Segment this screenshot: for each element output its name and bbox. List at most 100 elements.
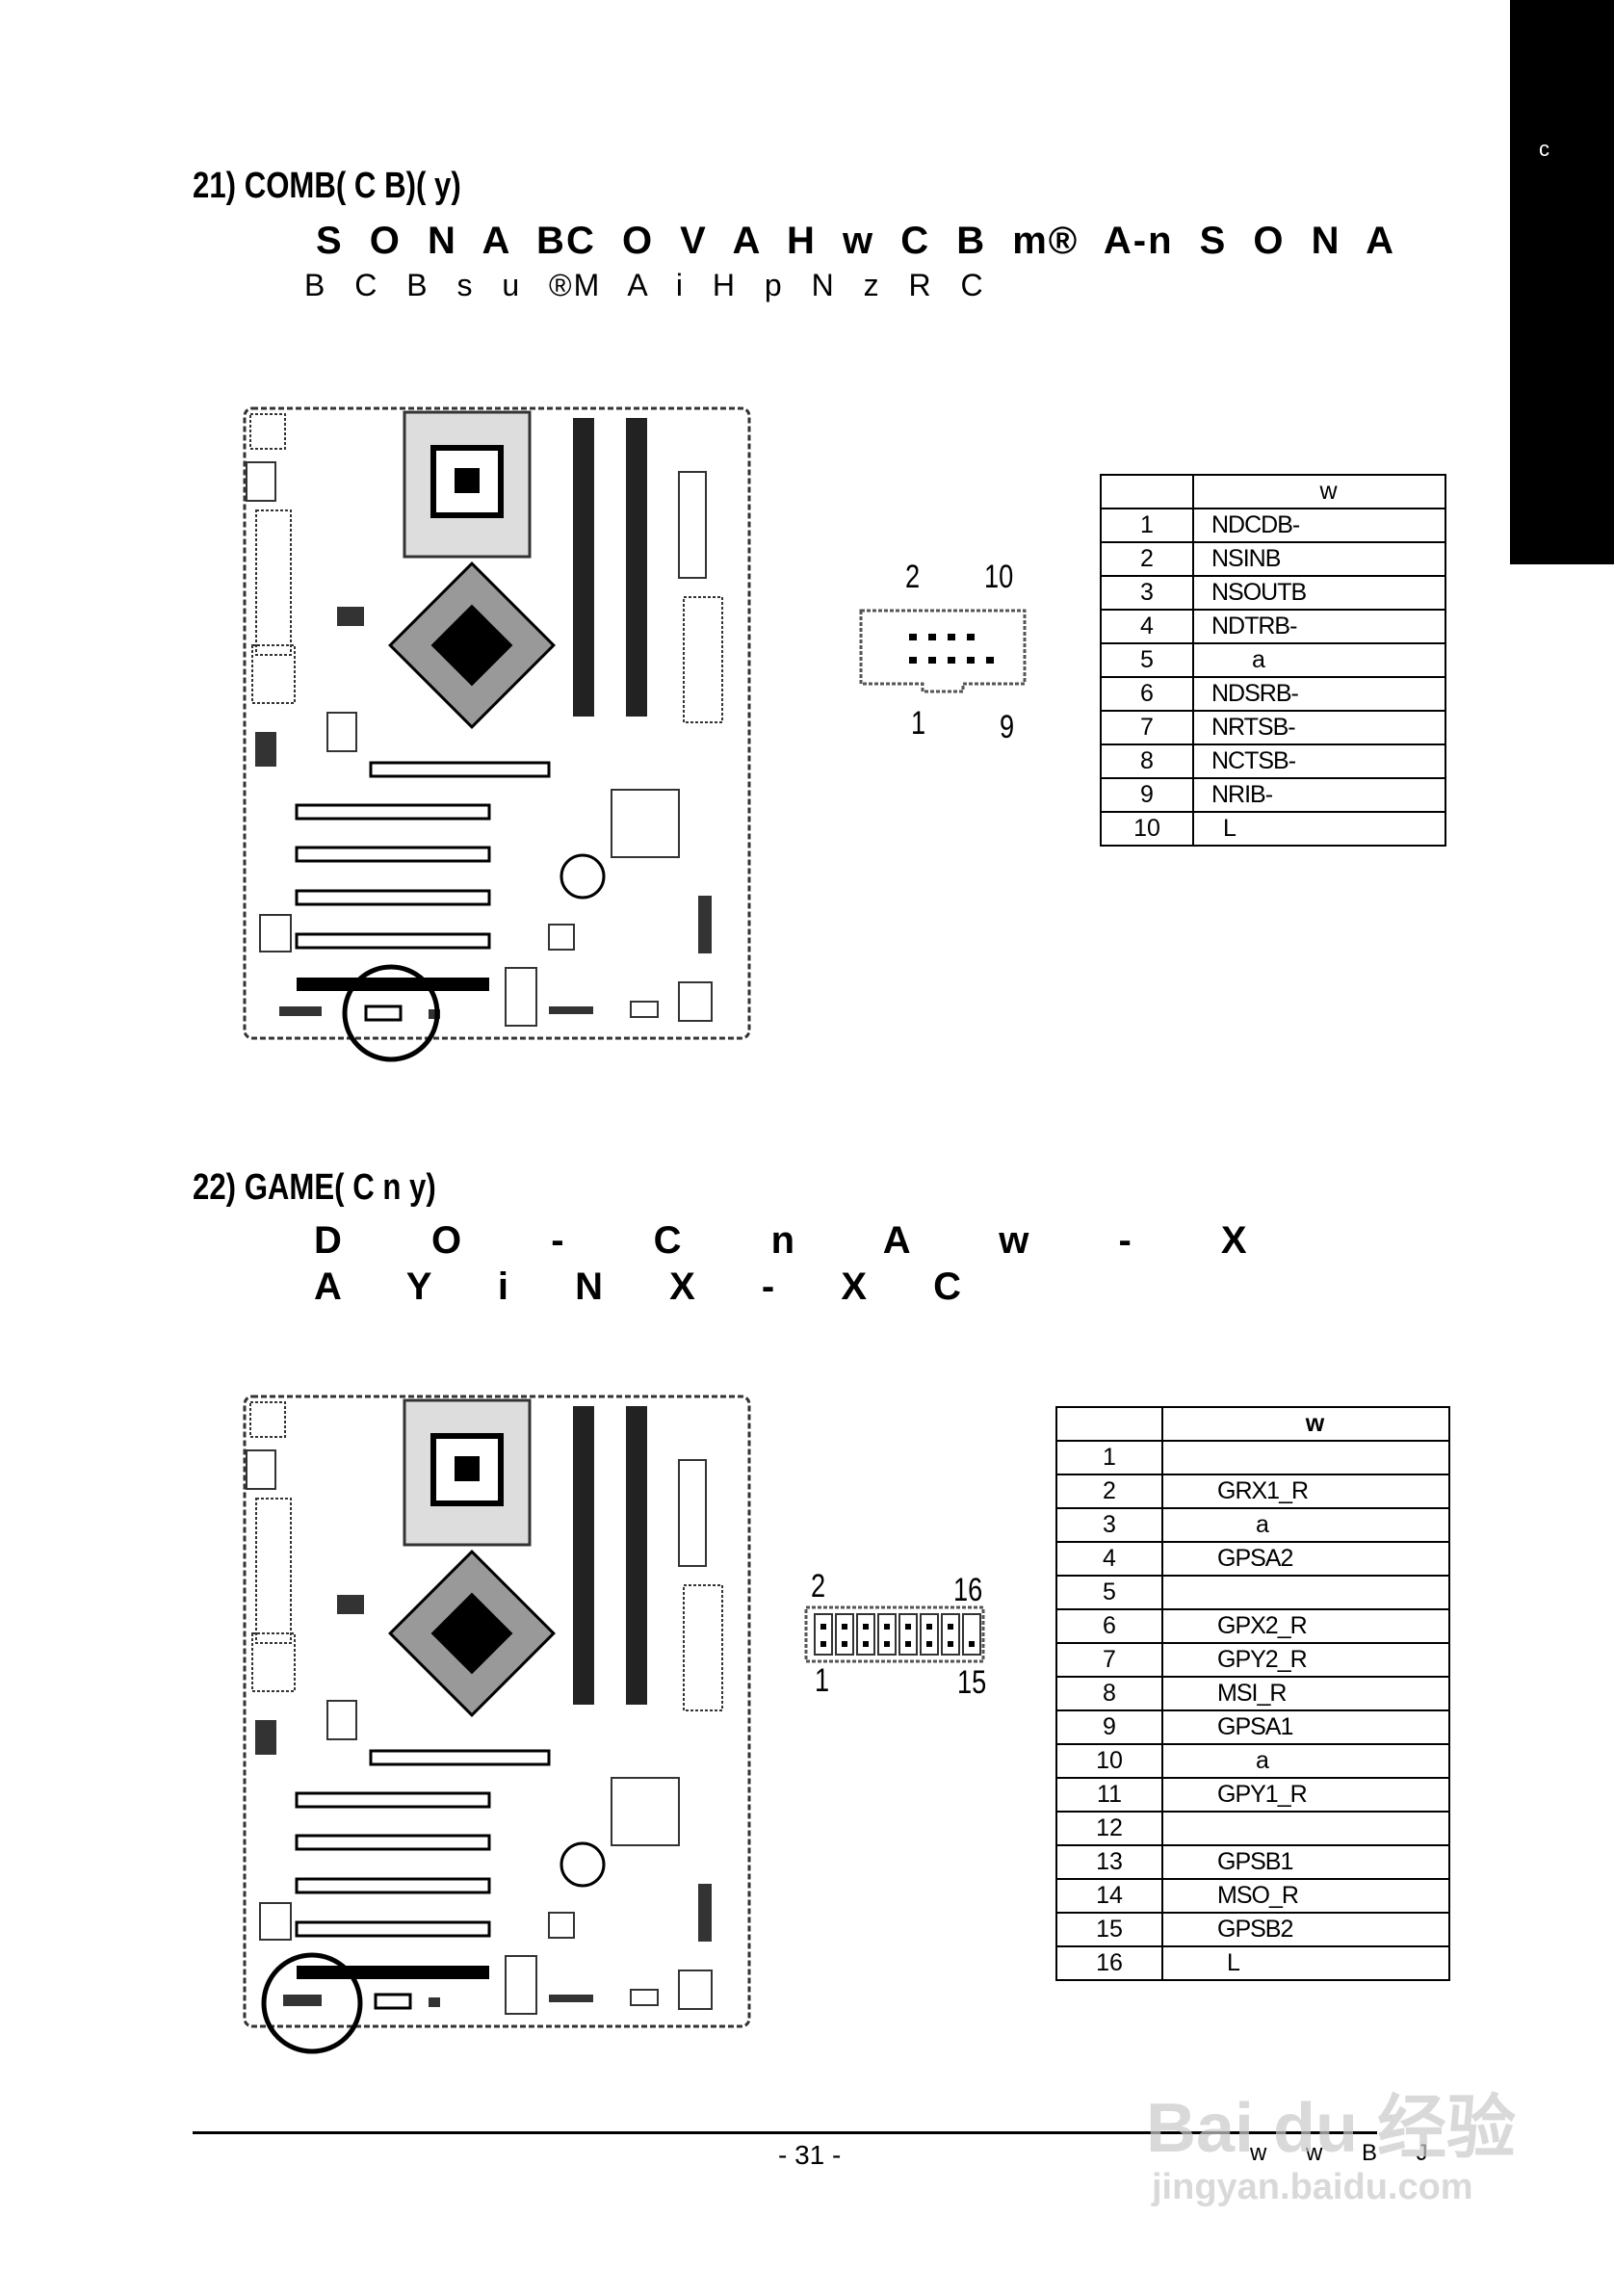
pin-signal: GPSA1 [1161,1709,1450,1745]
table-row: 1 [1055,1440,1450,1475]
motherboard-drawing [243,1395,751,2054]
pin-number: 16 [1055,1945,1163,1981]
pin-number: 12 [1055,1811,1163,1846]
pin-number: 2 [1100,541,1194,577]
com-label-pin2: 2 [905,559,921,595]
com-label-pin10: 10 [984,559,1014,595]
pin-number: 8 [1055,1676,1163,1711]
pin-number: 1 [1055,1440,1163,1475]
pin-number: 2 [1055,1474,1163,1509]
pin-number: 7 [1100,710,1194,745]
pin-signal: NRIB- [1192,777,1446,813]
pin-number: 8 [1100,744,1194,779]
pin-signal: GPSB2 [1161,1912,1450,1947]
pin-signal: GPY2_R [1161,1642,1450,1678]
pin-number: 5 [1055,1575,1163,1610]
pin-signal: L [1161,1945,1450,1981]
section-22-line1: D O - C n A w - X [314,1219,1249,1262]
game-label-pin2: 2 [811,1568,826,1605]
pin-signal: NSOUTB [1192,575,1446,611]
game-label-pin15: 15 [957,1664,987,1701]
pin-number: 4 [1055,1541,1163,1577]
pin-signal: GRX1_R [1161,1474,1450,1509]
pin-signal: NDTRB- [1192,609,1446,644]
com-label-pin9: 9 [1000,709,1015,745]
chapter-tab-label: c [1539,137,1549,161]
section-21-line1: S O N A BC O V A H w C B m® A-n S O N A [316,220,1396,262]
pin-signal: NCTSB- [1192,744,1446,779]
pin-number: 5 [1100,642,1194,678]
page-number: - 31 - [778,2140,842,2170]
pin-signal: GPX2_R [1161,1608,1450,1644]
pin-header-num [1055,1406,1163,1442]
pin-number: 6 [1100,676,1194,712]
motherboard-drawing [243,406,751,1062]
pin-number: 3 [1100,575,1194,611]
section-21-line2: B C B s u ®M A i H p N z R C [304,268,985,302]
pin-signal: MSO_R [1161,1878,1450,1914]
pin-signal: MSI_R [1161,1676,1450,1711]
pin-signal: a [1161,1507,1450,1543]
pin-signal: GPSA2 [1161,1541,1450,1577]
pin-number: 3 [1055,1507,1163,1543]
footer-rule [193,2131,1377,2134]
pin-signal: NSINB [1192,541,1446,577]
pin-header-def: w [1192,474,1446,509]
pin-number: 4 [1100,609,1194,644]
game-label-pin16: 16 [953,1572,983,1608]
pin-number: 9 [1055,1709,1163,1745]
baidu-watermark-url: jingyan.baidu.com [1152,2167,1473,2207]
pin-number: 10 [1055,1743,1163,1779]
game-connector [803,1605,986,1664]
pin-signal [1161,1575,1450,1610]
pin-number: 11 [1055,1777,1163,1813]
com-connector [857,607,1028,695]
pin-number: 14 [1055,1878,1163,1914]
pin-number: 1 [1100,508,1194,543]
pin-signal: GPY1_R [1161,1777,1450,1813]
pin-signal: a [1161,1743,1450,1779]
pin-signal: L [1192,811,1446,847]
pin-signal: a [1192,642,1446,678]
pin-number: 13 [1055,1844,1163,1880]
pin-signal [1161,1811,1450,1846]
pin-signal: NDCDB- [1192,508,1446,543]
pin-signal: GPSB1 [1161,1844,1450,1880]
pin-signal: NRTSB- [1192,710,1446,745]
pin-signal [1161,1440,1450,1475]
section-22-line2: A Y i N X - X C [314,1265,963,1308]
pin-header-def: w [1161,1406,1450,1442]
pin-number: 10 [1100,811,1194,847]
pin-number: 9 [1100,777,1194,813]
pin-number: 15 [1055,1912,1163,1947]
pin-signal: NDSRB- [1192,676,1446,712]
game-label-pin1: 1 [815,1662,830,1699]
motherboard-diagram-com [241,404,761,1069]
footer-right-text: w w B J [1250,2140,1428,2166]
pin-number: 7 [1055,1642,1163,1678]
table-header-row: w [1055,1406,1450,1442]
